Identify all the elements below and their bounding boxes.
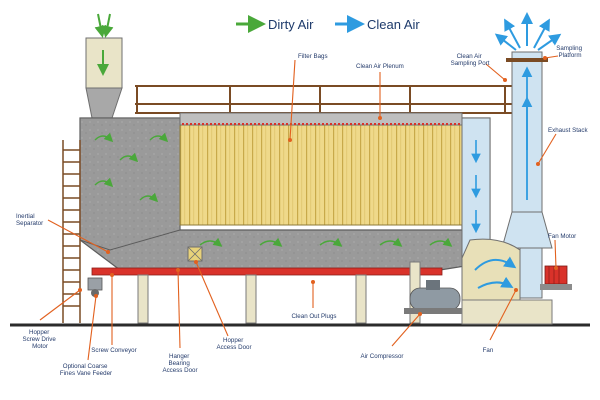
label-air-compressor: Air Compressor bbox=[361, 353, 404, 360]
fan bbox=[461, 238, 543, 301]
top-walkway-railing bbox=[135, 85, 515, 114]
sampling-platform bbox=[506, 58, 548, 62]
label-clean-out-plugs: Clean Out Plugs bbox=[291, 313, 336, 320]
label-clean-air-plenum: Clean Air Plenum bbox=[356, 63, 404, 70]
label-hanger-bearing-access-door: Hanger Bearing Access Door bbox=[162, 353, 197, 374]
label-sampling-platform: Sampling Platform bbox=[556, 45, 584, 59]
label-hopper-access-door: Hopper Access Door bbox=[216, 337, 251, 351]
label-inertial-separator: Inertial Separator bbox=[16, 213, 43, 227]
ladder bbox=[62, 140, 81, 323]
legend: Dirty Air Clean Air bbox=[236, 15, 420, 33]
label-clean-air-sampling-port: Clean Air Sampling Port bbox=[451, 53, 490, 67]
fan-base bbox=[461, 299, 553, 325]
filter-bags bbox=[179, 124, 463, 226]
air-compressor bbox=[404, 280, 466, 314]
label-filter-bags: Filter Bags bbox=[298, 53, 328, 60]
screw-conveyor bbox=[91, 267, 443, 276]
legend-clean-air: Clean Air bbox=[367, 17, 420, 32]
inlet-duct bbox=[85, 13, 123, 119]
label-exhaust-stack: Exhaust Stack bbox=[548, 127, 588, 134]
baghouse-housing bbox=[79, 112, 491, 271]
label-fan-motor: Fan Motor bbox=[548, 233, 576, 240]
label-fan: Fan bbox=[483, 347, 494, 354]
label-screw-conveyor: Screw Conveyor bbox=[91, 347, 136, 354]
exhaust-stack bbox=[494, 12, 562, 249]
hopper-access-door bbox=[187, 246, 203, 262]
label-hopper-screw-drive-motor: Hopper Screw Drive Motor bbox=[22, 329, 57, 350]
legend-dirty-air: Dirty Air bbox=[268, 17, 314, 32]
label-optional-coarse-fines-vane-feeder: Optional Coarse Fines Vane Feeder bbox=[60, 363, 112, 377]
hopper-screw-drive-motor bbox=[87, 277, 103, 297]
callout-leaders bbox=[39, 55, 559, 361]
